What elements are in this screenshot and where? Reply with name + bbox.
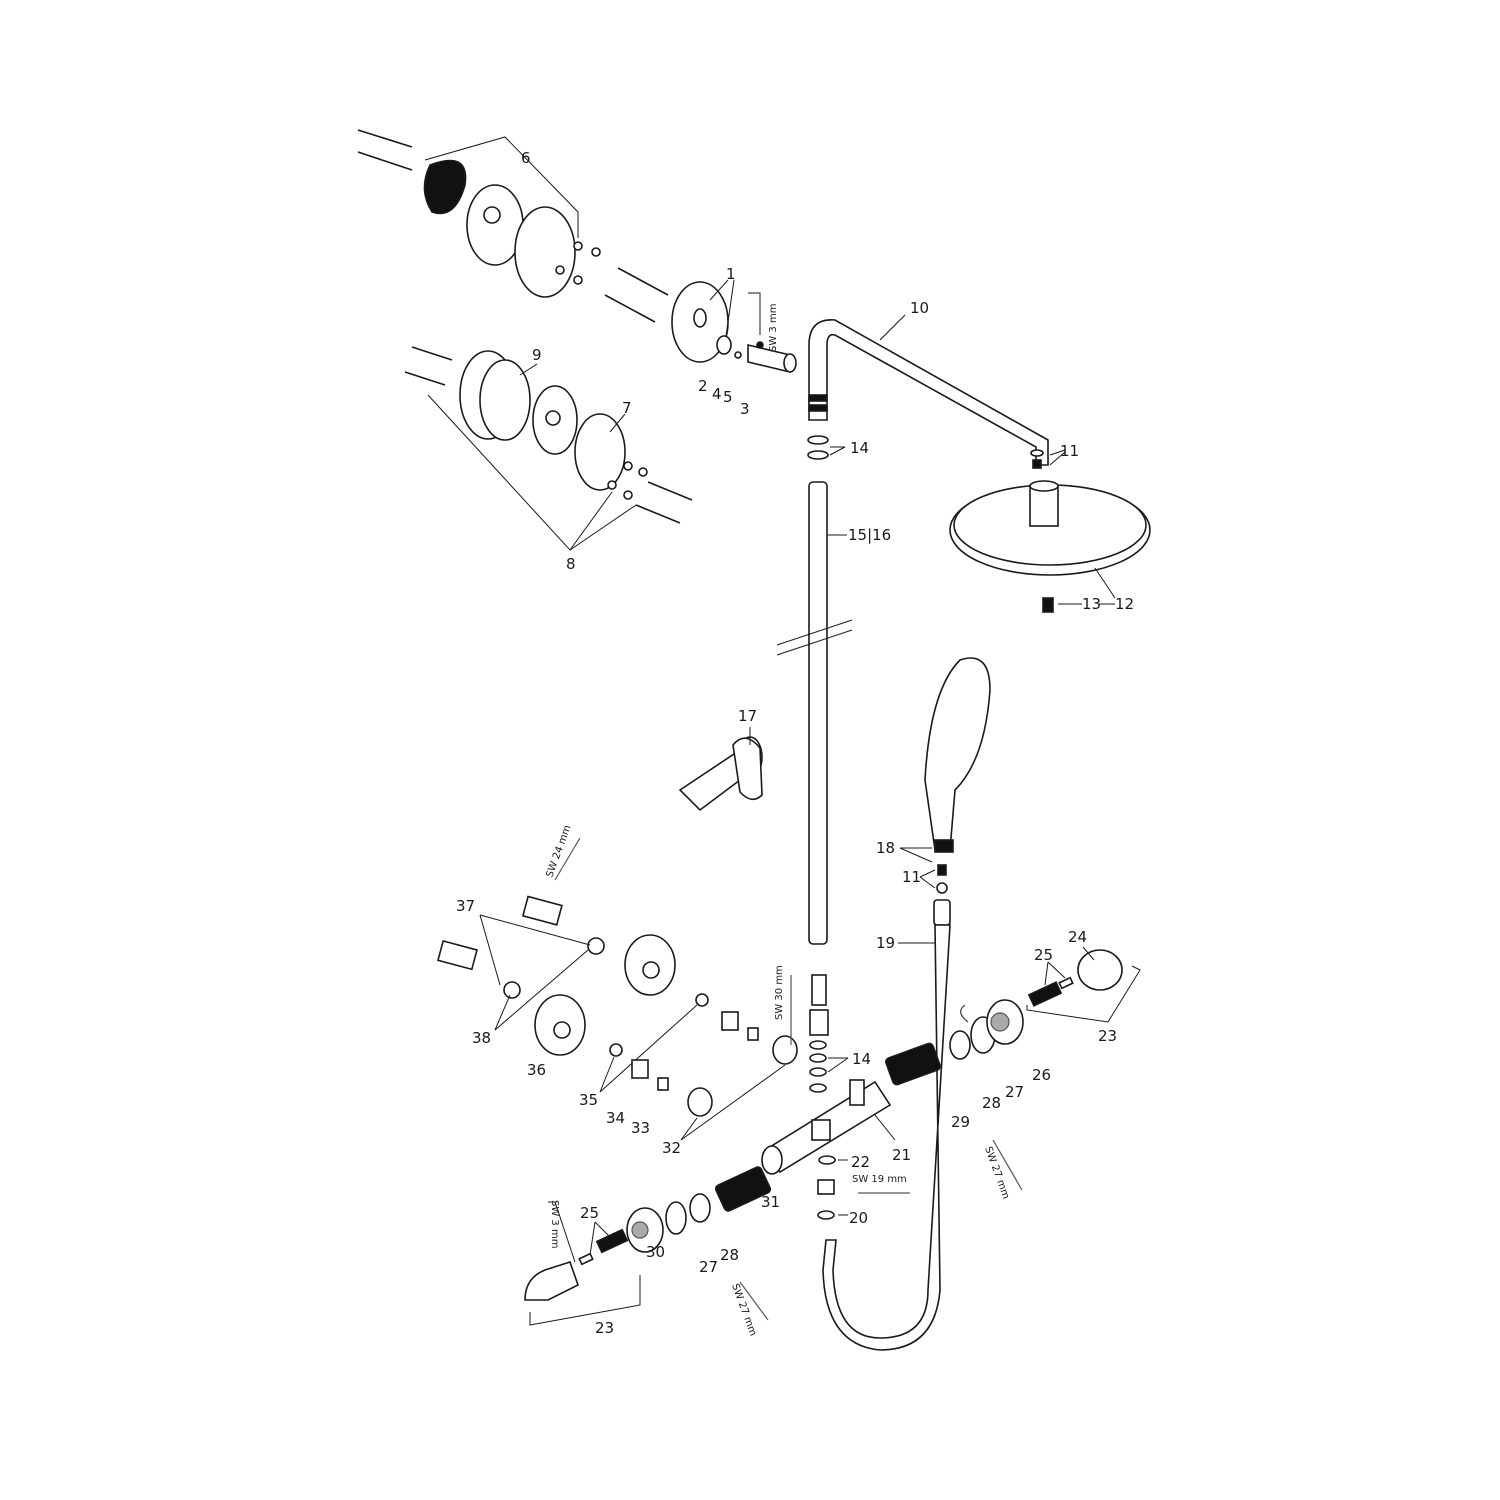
wrench-size-label: SW 24 mm bbox=[544, 824, 573, 879]
wrench-size-label: SW 19 mm bbox=[852, 1174, 907, 1185]
label-37: 37 bbox=[456, 897, 475, 915]
label-29: 29 bbox=[951, 1113, 970, 1131]
wrench-size-label: SW 30 mm bbox=[774, 965, 785, 1020]
left-handle bbox=[524, 1166, 772, 1326]
label-31: 31 bbox=[761, 1193, 780, 1211]
label-25b: 25 bbox=[580, 1204, 599, 1222]
label-36: 36 bbox=[527, 1061, 546, 1079]
left-connectors bbox=[437, 895, 798, 1141]
label-28b: 28 bbox=[720, 1246, 739, 1264]
label-14b: 14 bbox=[852, 1050, 871, 1068]
label-25: 25 bbox=[1034, 946, 1053, 964]
wall-mount-set-6 bbox=[357, 129, 669, 323]
label-35: 35 bbox=[579, 1091, 598, 1109]
shower-slider bbox=[678, 727, 763, 812]
label-33: 33 bbox=[631, 1119, 650, 1137]
part-labels: 6 1 10 2 4 5 3 9 7 14 11 15|16 8 13 12 1… bbox=[456, 149, 1134, 1337]
wall-mount-set-9 bbox=[404, 346, 693, 551]
hand-shower-and-hose bbox=[822, 657, 991, 1351]
label-21: 21 bbox=[892, 1146, 911, 1164]
wall-bracket bbox=[671, 279, 797, 374]
label-34: 34 bbox=[606, 1109, 625, 1127]
label-7: 7 bbox=[622, 399, 632, 417]
shower-arm bbox=[776, 314, 1049, 945]
o-ring bbox=[514, 206, 576, 298]
wrench-size-label: SW 3 mm bbox=[549, 1200, 560, 1248]
label-27b: 27 bbox=[699, 1258, 718, 1276]
label-23: 23 bbox=[1098, 1027, 1117, 1045]
wrench-size-label: SW 3 mm bbox=[768, 304, 779, 352]
wrench-icons bbox=[554, 837, 1023, 1321]
wrench-icon bbox=[554, 837, 581, 881]
label-23b: 23 bbox=[595, 1319, 614, 1337]
label-38: 38 bbox=[472, 1029, 491, 1047]
wrench-icon bbox=[739, 1281, 769, 1321]
screw-rod bbox=[357, 129, 413, 148]
label-18: 18 bbox=[876, 839, 895, 857]
label-26: 26 bbox=[1032, 1066, 1051, 1084]
mount-plate bbox=[423, 159, 467, 215]
wrench-icon bbox=[992, 1139, 1023, 1191]
label-12: 12 bbox=[1115, 595, 1134, 613]
label-4: 4 bbox=[712, 385, 722, 403]
right-handle bbox=[885, 946, 1141, 1086]
label-22: 22 bbox=[851, 1153, 870, 1171]
label-14: 14 bbox=[850, 439, 869, 457]
riser-pipe bbox=[808, 481, 828, 945]
label-19: 19 bbox=[876, 934, 895, 952]
label-20: 20 bbox=[849, 1209, 868, 1227]
label-17: 17 bbox=[738, 707, 757, 725]
label-15-16: 15|16 bbox=[848, 526, 891, 544]
label-3: 3 bbox=[740, 400, 750, 418]
label-10: 10 bbox=[910, 299, 929, 317]
screw-rod bbox=[357, 151, 413, 171]
label-6: 6 bbox=[521, 149, 531, 167]
label-27: 27 bbox=[1005, 1083, 1024, 1101]
thermostat-body bbox=[761, 974, 896, 1220]
label-11b: 11 bbox=[902, 868, 921, 886]
wrench-size-label: SW 27 mm bbox=[729, 1282, 758, 1337]
overhead-shower bbox=[949, 449, 1151, 613]
label-9: 9 bbox=[532, 346, 542, 364]
label-32: 32 bbox=[662, 1139, 681, 1157]
label-8: 8 bbox=[566, 555, 576, 573]
label-5: 5 bbox=[723, 388, 733, 406]
label-13: 13 bbox=[1082, 595, 1101, 613]
label-1: 1 bbox=[726, 265, 736, 283]
label-30: 30 bbox=[646, 1243, 665, 1261]
label-11: 11 bbox=[1060, 442, 1079, 460]
label-28: 28 bbox=[982, 1094, 1001, 1112]
label-24: 24 bbox=[1068, 928, 1087, 946]
screw bbox=[617, 267, 669, 296]
screw bbox=[604, 294, 656, 323]
wrench-size-label: SW 27 mm bbox=[982, 1145, 1011, 1200]
label-2: 2 bbox=[698, 377, 708, 395]
